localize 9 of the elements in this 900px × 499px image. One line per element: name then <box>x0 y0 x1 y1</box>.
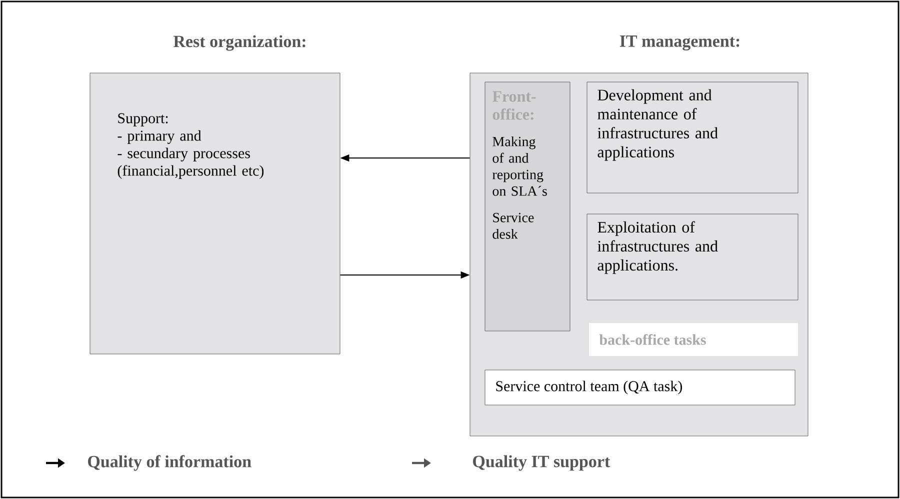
summary-text: Quality IT support <box>473 455 610 471</box>
organization-box: Rest organization: Support: - primary and - secundary processes (financial,personnel etc) <box>90 35 340 354</box>
summary-text: Quality of information <box>88 455 252 471</box>
node-label: IT management: <box>620 36 740 50</box>
process-box: Development and maintenance of infrastructures and applications <box>586 82 798 194</box>
node-label: Rest organization: <box>173 35 306 51</box>
process-box: Exploitation of infrastructures and applications. <box>586 214 798 300</box>
process-box: Service control team (QA task) <box>484 370 796 406</box>
band: back-office tasks <box>589 323 798 356</box>
